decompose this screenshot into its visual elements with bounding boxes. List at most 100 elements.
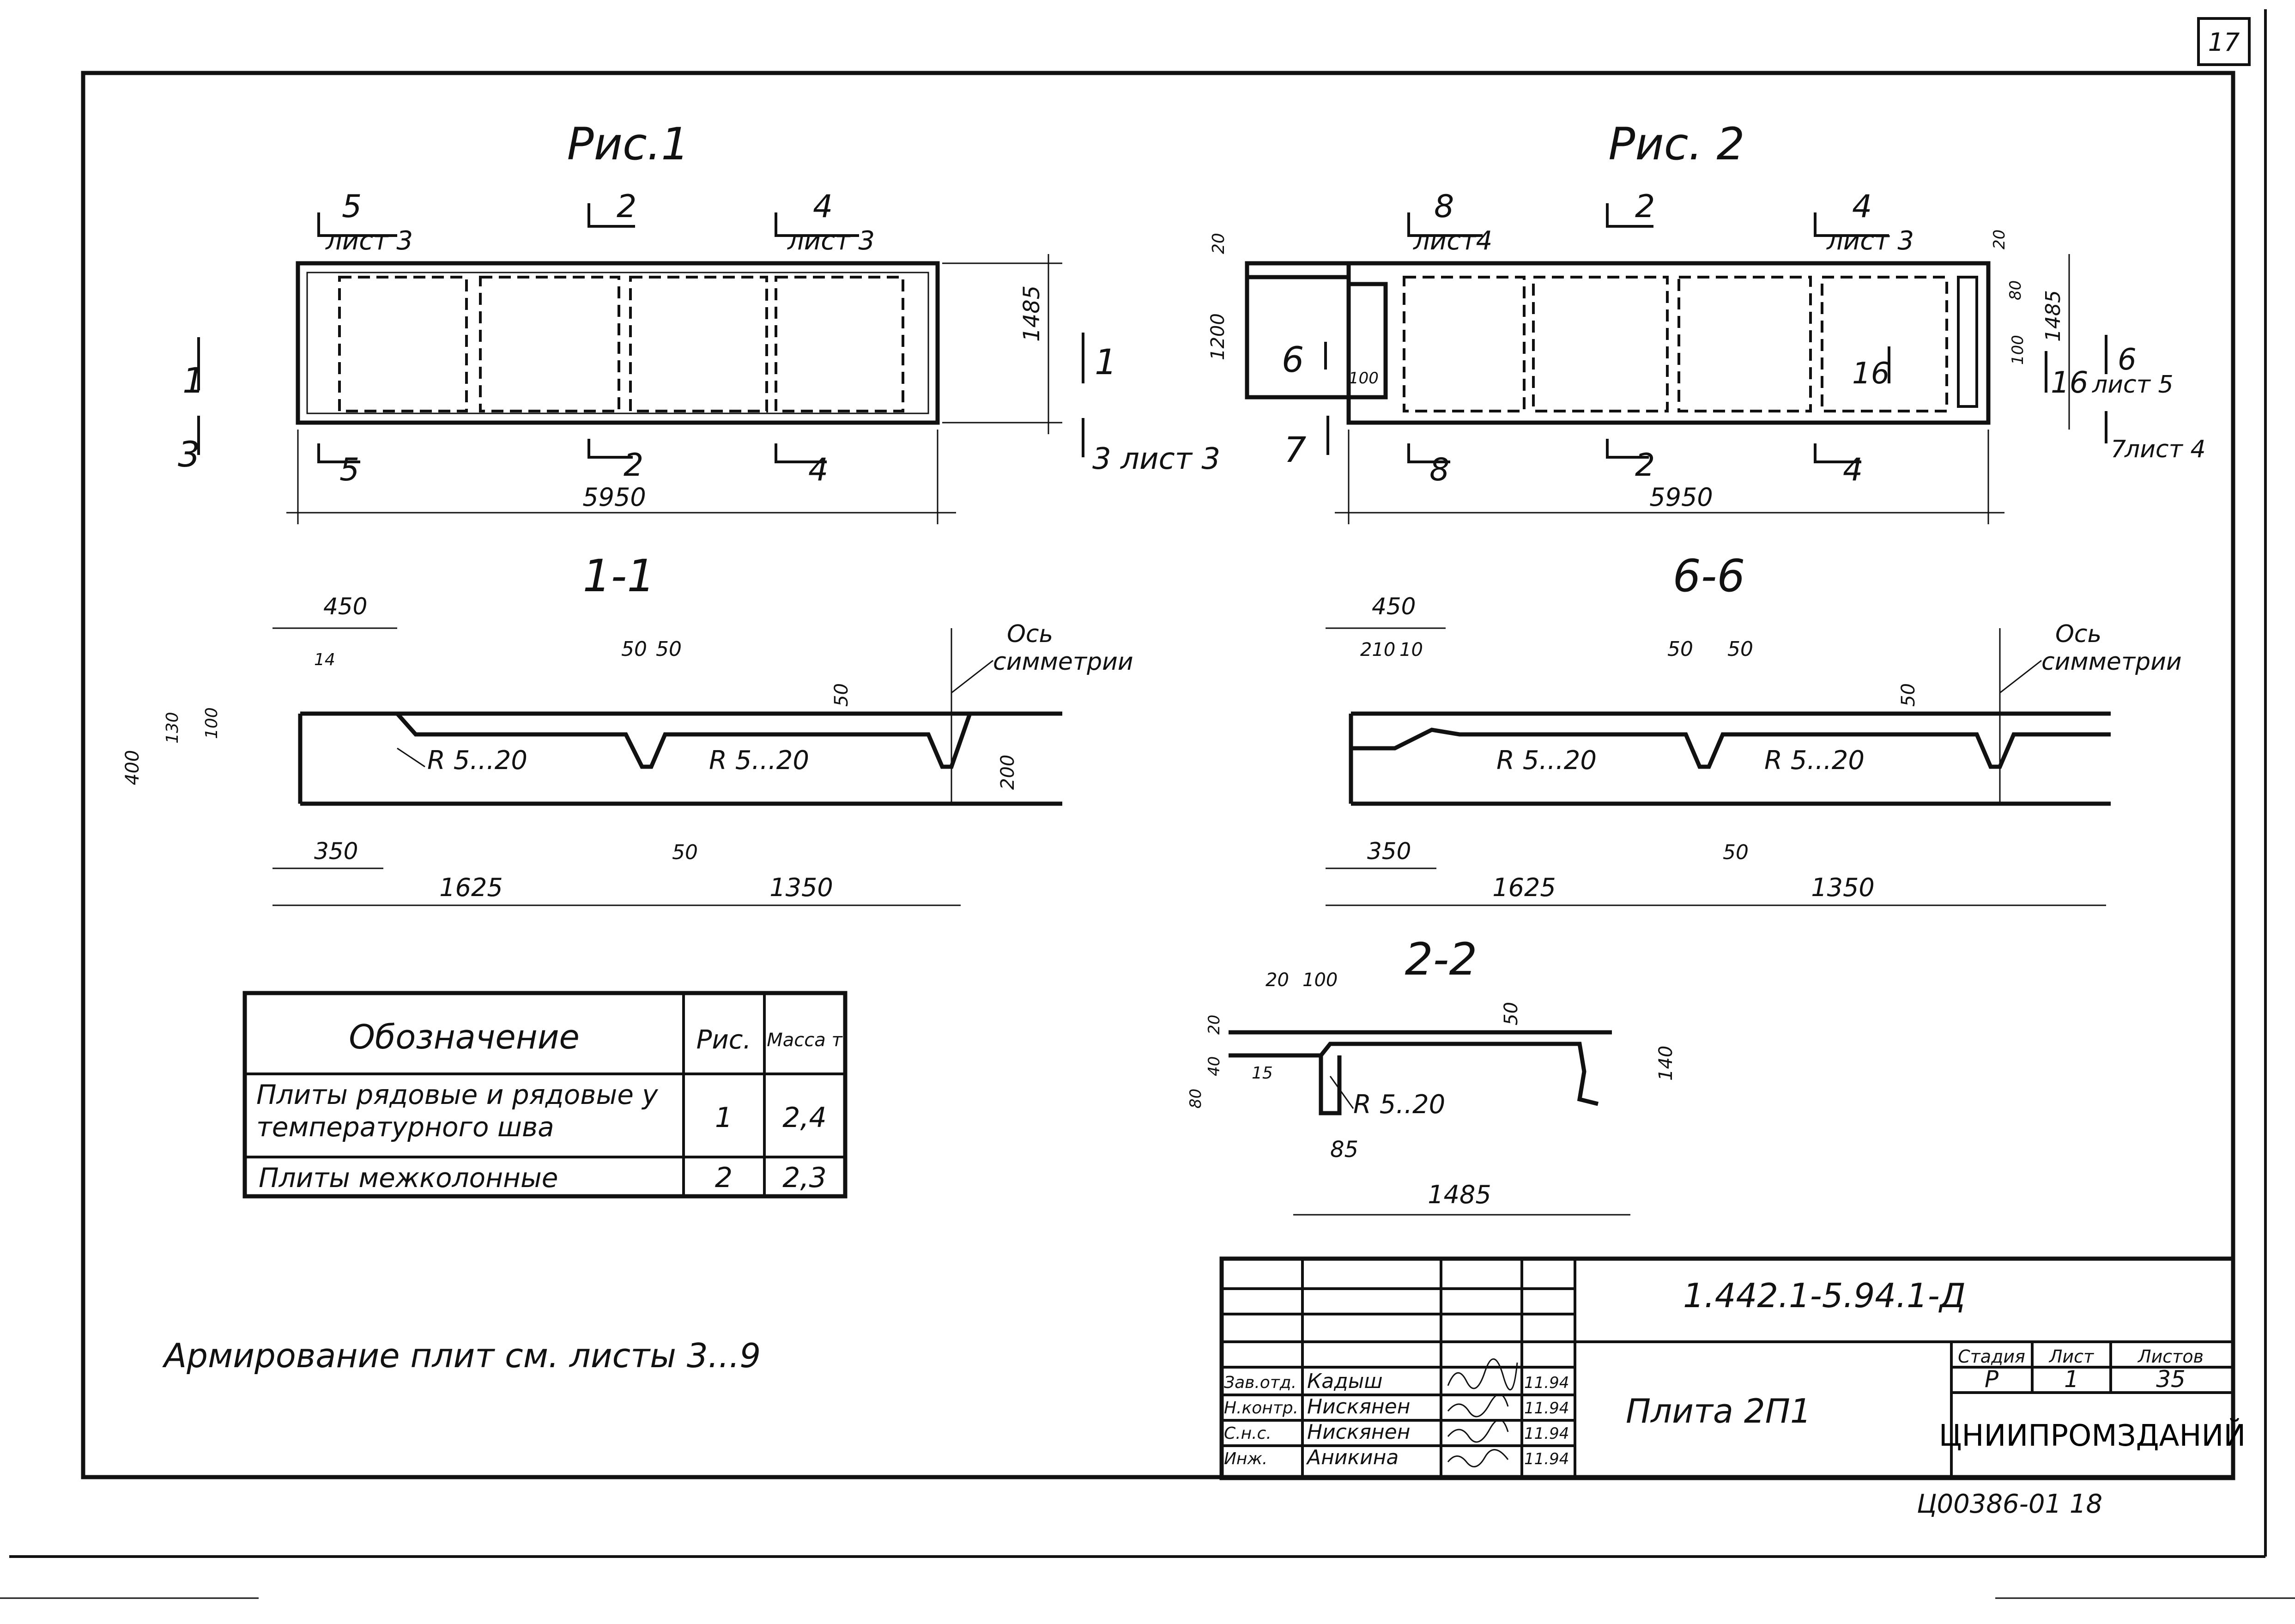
tb-role-2: Н.контр. <box>1224 1399 1298 1418</box>
spec-row-1-name: Плиты рядовые и рядовые у температурного… <box>256 1079 658 1143</box>
s22-radius-leader <box>1329 1076 1354 1109</box>
s11-dim-1350: 1350 <box>769 873 833 902</box>
fig2-cut-4-bottom <box>1814 443 1861 463</box>
fig2-cut-4-top <box>1814 212 1889 237</box>
spec-row-2-name: Плиты межколонные <box>259 1162 558 1194</box>
section-6-6-title: 6-6 <box>1673 550 1745 602</box>
fig2-dim-length: 5950 <box>1649 483 1713 512</box>
s11-dim-100: 100 <box>202 707 221 739</box>
cut-5-top <box>317 212 397 237</box>
cut-5-bottom <box>317 443 360 463</box>
fig2-dim-left-a: 1200 <box>1207 313 1229 360</box>
section-2-2-title: 2-2 <box>1405 933 1478 985</box>
spec-row-1-mass: 2,4 <box>782 1102 826 1134</box>
s22-dim-15: 15 <box>1252 1064 1273 1083</box>
fig2-cut-8-top <box>1407 212 1483 237</box>
fig1-dim-width: 1485 <box>1019 285 1045 342</box>
s66-dim-210: 210 <box>1360 639 1395 661</box>
tb-org: ЦНИИПРОМЗДАНИЙ <box>1939 1418 2246 1453</box>
s66-axis-2: симметрии <box>2041 648 2182 676</box>
tb-stage-label: Стадия <box>1958 1346 2025 1367</box>
s66-dim-350: 350 <box>1367 838 1411 865</box>
s11-radius-b: R 5...20 <box>709 745 809 776</box>
cut-4-bottom <box>775 443 827 463</box>
tb-name-2: Нискянен <box>1307 1395 1411 1418</box>
section-6-6: 6-6 450 210 10 50 50 50 R 5...20 R 5...2… <box>1326 550 2182 906</box>
fig2-cut-8-num: 8 <box>1434 188 1454 225</box>
fig2-left-ledge <box>1245 261 1349 279</box>
section-2-2: 2-2 1485 20 100 50 15 85 140 80 40 20 R … <box>1187 933 1677 1216</box>
s66-dim-50-rib-b: 50 <box>1723 841 1749 864</box>
spec-row-2-mass: 2,3 <box>782 1162 826 1194</box>
fig2-left-notch <box>1245 277 1388 400</box>
signature-3 <box>1447 1419 1509 1443</box>
tb-date-2: 11.94 <box>1524 1399 1569 1418</box>
fig2-dim-right-a: 20 <box>1990 230 2009 249</box>
fig2-cut-16a: 16 <box>1852 357 1889 391</box>
tb-date-1: 11.94 <box>1524 1374 1569 1392</box>
s11-dim-50a: 50 <box>621 637 647 661</box>
fig2-cut-4-b: 4 <box>1843 452 1863 488</box>
fig2-cut-6: 6 <box>1282 339 1304 380</box>
spec-row-2-fig: 2 <box>715 1162 733 1194</box>
sheet-number: 17 <box>2208 28 2240 57</box>
s11-dim-50-rib-b: 50 <box>672 841 698 864</box>
fig2-cut-7r-ref: лист 4 <box>2124 436 2206 463</box>
fig2-cut-8-ref: лист4 <box>1413 226 1492 256</box>
s66-dim-1625: 1625 <box>1492 873 1556 902</box>
s66-dim-10: 10 <box>1399 639 1423 661</box>
figure-1-title: Рис.1 <box>567 118 690 170</box>
fig2-dim-left-b: 20 <box>1209 233 1228 254</box>
fig2-cut-6r-ref: лист 5 <box>2092 371 2174 399</box>
s66-dim-450: 450 <box>1372 593 1416 620</box>
s11-dim-1625: 1625 <box>439 873 503 902</box>
cut-4-top <box>775 212 859 237</box>
s11-dim-50b: 50 <box>656 637 682 661</box>
s22-dim-1485: 1485 <box>1428 1180 1491 1209</box>
fig2-cut-2-top <box>1606 203 1653 228</box>
s11-axis-1: Ось <box>1007 620 1053 648</box>
s22-dim-left-c: 20 <box>1205 1015 1223 1035</box>
archive-code: Ц00386-01 18 <box>1917 1489 2102 1519</box>
s11-dim-350: 350 <box>314 838 358 865</box>
spec-table-frame <box>242 991 848 1199</box>
s11-dim-200: 200 <box>997 755 1018 790</box>
fig2-cut-6r: 6 <box>2118 343 2137 377</box>
tb-sheets-label: Листов <box>2137 1346 2204 1367</box>
spec-header-mass: Масса т <box>767 1030 843 1051</box>
fig1-slab-inner <box>306 272 929 414</box>
tb-name-4: Аникина <box>1306 1446 1399 1469</box>
tb-date-3: 11.94 <box>1524 1424 1569 1443</box>
fig1-cut-1-left: 1 <box>182 360 205 401</box>
fig2-cut-2-num: 2 <box>1635 188 1655 225</box>
s66-dim-50b: 50 <box>1727 637 1753 661</box>
s22-dim-left-a: 80 <box>1187 1089 1205 1109</box>
fig2-cut-8-bottom <box>1407 443 1450 463</box>
s11-dim-14: 14 <box>314 650 335 669</box>
fig1-panel <box>338 276 468 412</box>
fig1-cut-5-ref: лист 3 <box>325 226 413 256</box>
s11-dim-400: 400 <box>122 750 143 785</box>
fig2-dim-right-b: 80 <box>2006 280 2025 300</box>
fig2-cut-8-b: 8 <box>1429 452 1449 488</box>
figure-2-title: Рис. 2 <box>1608 118 1744 170</box>
fig1-dim-length: 5950 <box>582 483 646 512</box>
tb-name-1: Кадыш <box>1307 1369 1383 1393</box>
tb-stage: Р <box>1985 1366 1999 1393</box>
tb-sheets: 35 <box>2156 1366 2186 1393</box>
s66-dim-50-rib: 50 <box>1898 683 1919 707</box>
fig2-cut-2-bottom <box>1606 439 1649 459</box>
tb-sheet-label: Лист <box>2048 1346 2095 1367</box>
s66-axis-leader <box>1999 660 2042 694</box>
fig2-cut-7r: 7 <box>2111 436 2126 463</box>
fig1-cut-3-right: 3 лист 3 <box>1092 442 1220 476</box>
s66-radius-b: R 5...20 <box>1764 745 1865 776</box>
spec-table: Обозначение Рис. Масса т Плиты рядовые и… <box>242 991 848 1199</box>
fig2-dim-left-c: 100 <box>1349 369 1379 388</box>
s66-dim-1350: 1350 <box>1811 873 1874 902</box>
tb-sheet: 1 <box>2064 1366 2079 1393</box>
s22-dim-50: 50 <box>1501 1002 1522 1025</box>
fig1-slab-outline <box>296 261 940 425</box>
fig1-cut-4-bottom: 4 <box>808 452 828 488</box>
s11-radius-leader-a <box>397 747 425 768</box>
